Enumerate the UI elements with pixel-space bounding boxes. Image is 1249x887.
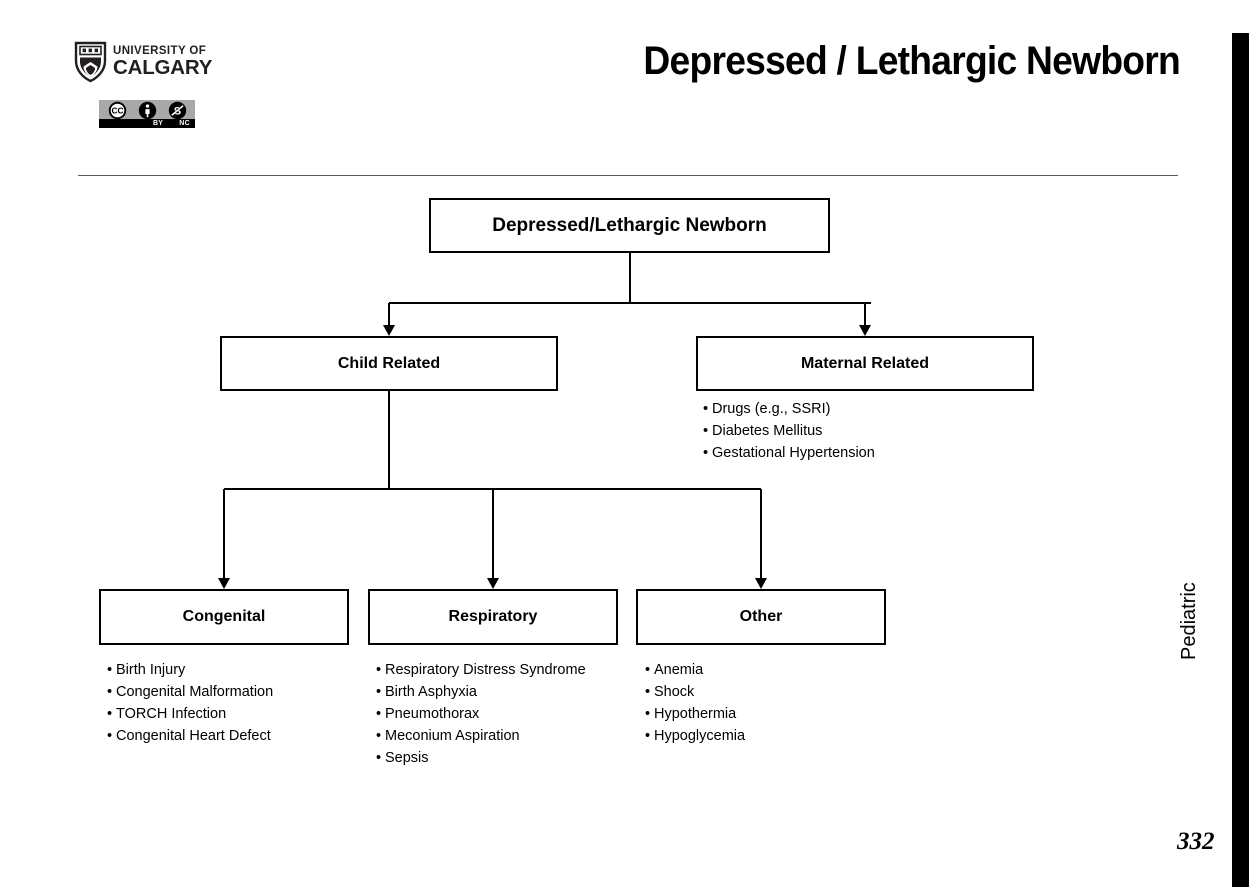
- university-line-1: UNIVERSITY OF: [113, 44, 207, 57]
- license-by-label: BY: [152, 120, 164, 127]
- bullet-item: •Gestational Hypertension: [703, 442, 875, 464]
- bullet-item: •Hypoglycemia: [645, 725, 745, 747]
- bullet-item: •Birth Injury: [107, 659, 273, 681]
- bullet-dot-icon: •: [645, 728, 651, 744]
- bullet-list-maternal-related: •Drugs (e.g., SSRI)•Diabetes Mellitus•Ge…: [703, 398, 875, 464]
- bullet-text: Gestational Hypertension: [712, 445, 875, 461]
- bullet-dot-icon: •: [376, 706, 382, 722]
- bullet-item: •Meconium Aspiration: [376, 725, 586, 747]
- cc-by-person-icon: [138, 101, 156, 120]
- license-nc-label: NC: [179, 120, 190, 127]
- bullet-dot-icon: •: [376, 750, 382, 766]
- bullet-dot-icon: •: [376, 684, 382, 700]
- cc-nc-crossed-dollar-icon: S: [168, 101, 186, 120]
- bullet-dot-icon: •: [703, 423, 709, 439]
- university-wordmark: UNIVERSITY OF CALGARY: [113, 44, 213, 79]
- bullet-dot-icon: •: [376, 728, 382, 744]
- bullet-list-other: •Anemia•Shock•Hypothermia•Hypoglycemia: [645, 659, 745, 747]
- node-maternal-related[interactable]: Maternal Related: [696, 336, 1034, 391]
- node-root[interactable]: Depressed/Lethargic Newborn: [429, 198, 830, 253]
- bullet-text: Respiratory Distress Syndrome: [385, 662, 586, 678]
- bullet-item: •Respiratory Distress Syndrome: [376, 659, 586, 681]
- node-child-related[interactable]: Child Related: [220, 336, 558, 391]
- bullet-text: Hypothermia: [654, 706, 737, 722]
- arrowhead-congenital: [218, 578, 230, 589]
- bullet-item: •Anemia: [645, 659, 745, 681]
- bullet-text: Congenital Heart Defect: [116, 728, 271, 744]
- creative-commons-icon: CC: [108, 101, 126, 120]
- bullet-text: Meconium Aspiration: [385, 728, 520, 744]
- bullet-item: •Birth Asphyxia: [376, 681, 586, 703]
- bullet-text: Birth Injury: [116, 662, 186, 678]
- uofc-shield-icon: [74, 41, 107, 83]
- university-line-2: CALGARY: [113, 56, 213, 79]
- bullet-list-congenital: •Birth Injury•Congenital Malformation•TO…: [107, 659, 273, 747]
- bullet-item: •Pneumothorax: [376, 703, 586, 725]
- bullet-dot-icon: •: [645, 706, 651, 722]
- bullet-dot-icon: •: [645, 684, 651, 700]
- page-number: 332: [1177, 828, 1215, 855]
- bullet-text: Congenital Malformation: [116, 684, 274, 700]
- bullet-item: •Congenital Heart Defect: [107, 725, 273, 747]
- bullet-item: •Congenital Malformation: [107, 681, 273, 703]
- bullet-item: •Sepsis: [376, 747, 586, 769]
- bullet-text: Hypoglycemia: [654, 728, 746, 744]
- bullet-dot-icon: •: [107, 706, 113, 722]
- bullet-item: •Drugs (e.g., SSRI): [703, 398, 875, 420]
- node-respiratory[interactable]: Respiratory: [368, 589, 618, 645]
- bullet-text: Shock: [654, 684, 695, 700]
- node-other[interactable]: Other: [636, 589, 886, 645]
- svg-text:CC: CC: [111, 106, 123, 116]
- bullet-item: •TORCH Infection: [107, 703, 273, 725]
- bullet-dot-icon: •: [645, 662, 651, 678]
- bullet-text: Diabetes Mellitus: [712, 423, 823, 439]
- page-title: Depressed / Lethargic Newborn: [643, 39, 1180, 83]
- bullet-text: TORCH Infection: [116, 706, 227, 722]
- arrowhead-child: [383, 325, 395, 336]
- bullet-dot-icon: •: [107, 684, 113, 700]
- bullet-text: Drugs (e.g., SSRI): [712, 401, 831, 417]
- right-edge-bar: [1232, 33, 1249, 887]
- bullet-dot-icon: •: [107, 728, 113, 744]
- bullet-item: •Hypothermia: [645, 703, 745, 725]
- section-side-label: Pediatric: [1178, 582, 1200, 660]
- bullet-dot-icon: •: [376, 662, 382, 678]
- creative-commons-license-badge: CC S BY NC: [99, 100, 195, 128]
- arrowhead-respiratory: [487, 578, 499, 589]
- license-icon-row: CC S: [99, 100, 195, 121]
- bullet-text: Sepsis: [385, 750, 429, 766]
- node-congenital[interactable]: Congenital: [99, 589, 349, 645]
- bullet-text: Birth Asphyxia: [385, 684, 477, 700]
- bullet-item: •Diabetes Mellitus: [703, 420, 875, 442]
- bullet-item: •Shock: [645, 681, 745, 703]
- bullet-text: Anemia: [654, 662, 704, 678]
- bullet-dot-icon: •: [703, 401, 709, 417]
- license-abbreviation-strip: BY NC: [99, 119, 195, 128]
- university-logo: UNIVERSITY OF CALGARY: [74, 40, 216, 84]
- arrowhead-maternal: [859, 325, 871, 336]
- bullet-dot-icon: •: [107, 662, 113, 678]
- header-divider: [78, 175, 1178, 176]
- arrowhead-other: [755, 578, 767, 589]
- bullet-list-respiratory: •Respiratory Distress Syndrome•Birth Asp…: [376, 659, 586, 769]
- bullet-dot-icon: •: [703, 445, 709, 461]
- bullet-text: Pneumothorax: [385, 706, 480, 722]
